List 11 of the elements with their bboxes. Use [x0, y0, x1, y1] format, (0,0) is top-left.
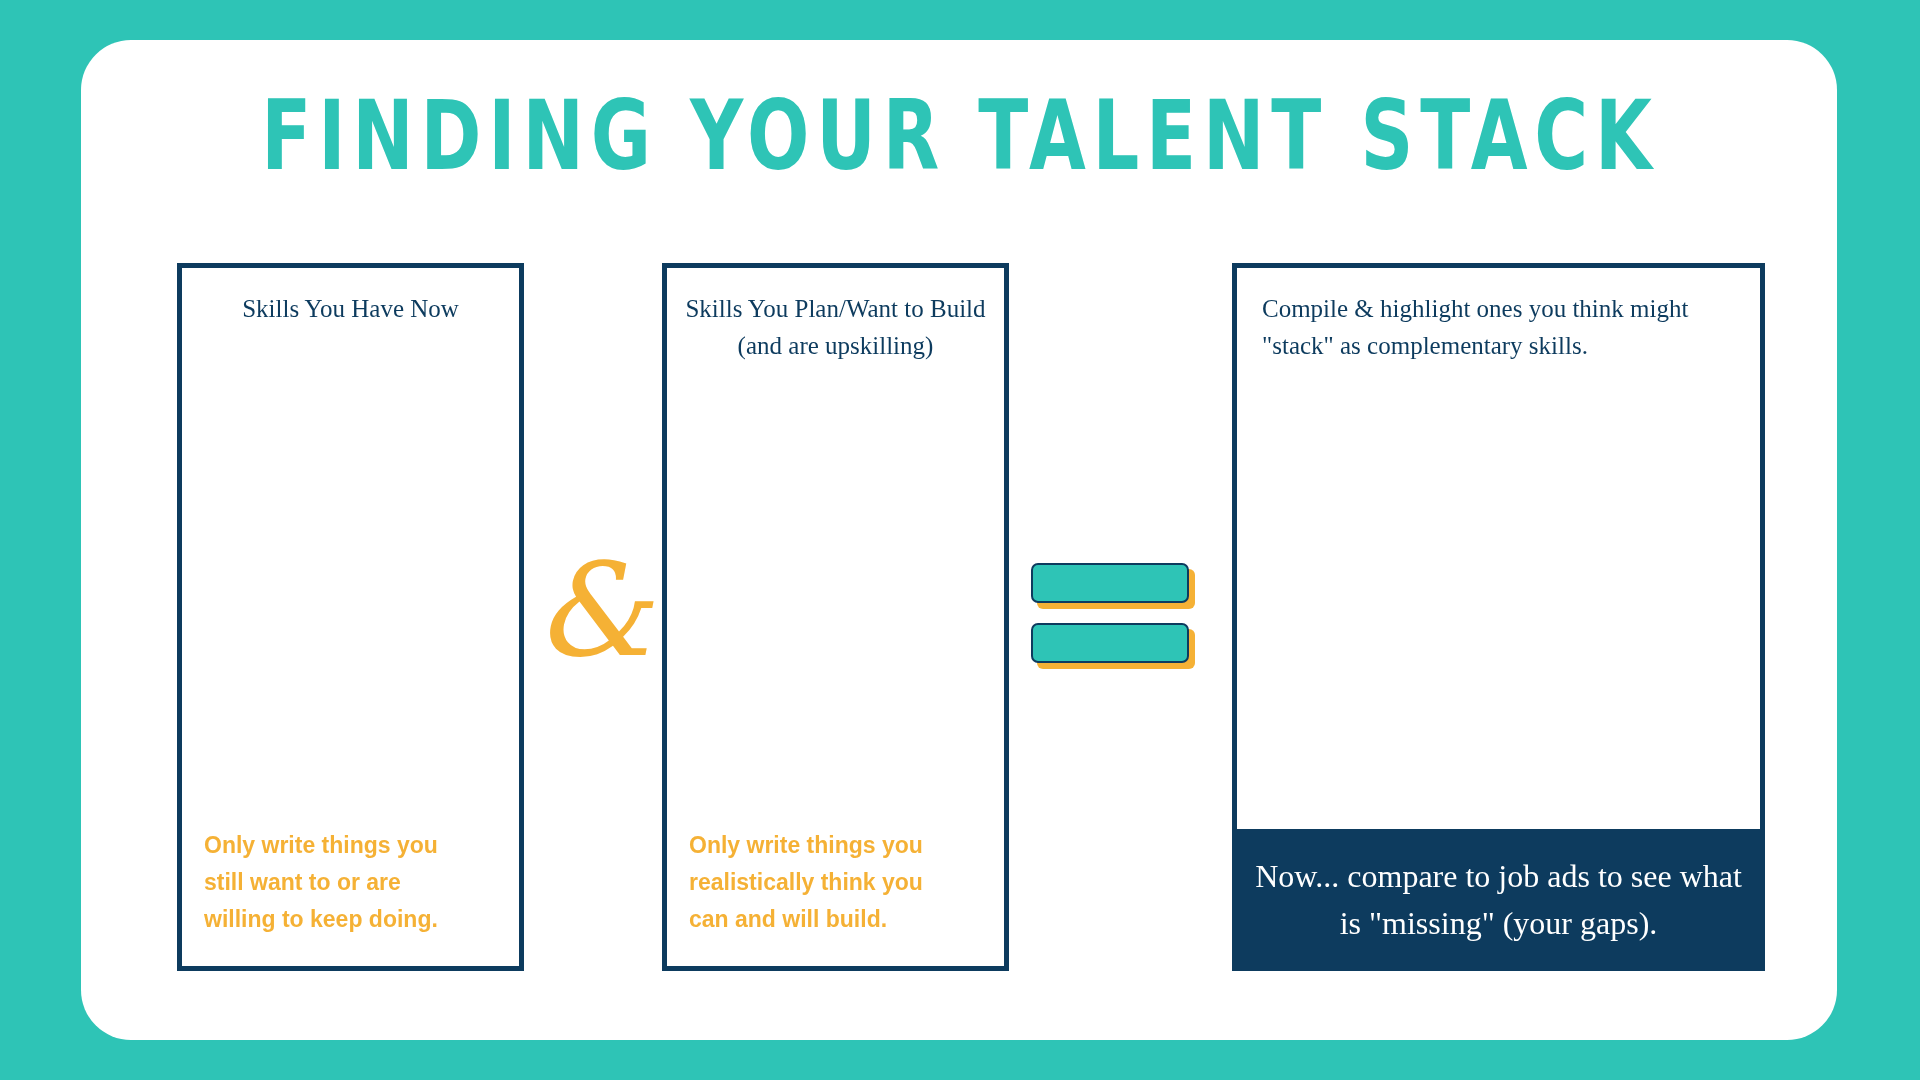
- box-heading: Compile & highlight ones you think might "stack" as complementary skills.: [1262, 294, 1690, 361]
- worksheet-box: [1232, 263, 1765, 971]
- box-heading: Skills You Plan/Want to Build (and are upskilling): [684, 294, 987, 362]
- ampersand: &: [545, 545, 661, 675]
- worksheet-box: [662, 263, 1009, 971]
- box-heading: Skills You Have Now: [241, 294, 460, 324]
- instruction-note: Only write things you still want to or are willing to keep doing.: [204, 831, 439, 934]
- banner-text: Now... compare to job ads to see what is "missing" (your gaps).: [1254, 857, 1743, 943]
- instruction-note: Only write things you realistically think you can and will build.: [689, 831, 924, 934]
- worksheet-box: [177, 263, 524, 971]
- title: FINDING YOUR TALENT STACK: [260, 80, 1660, 192]
